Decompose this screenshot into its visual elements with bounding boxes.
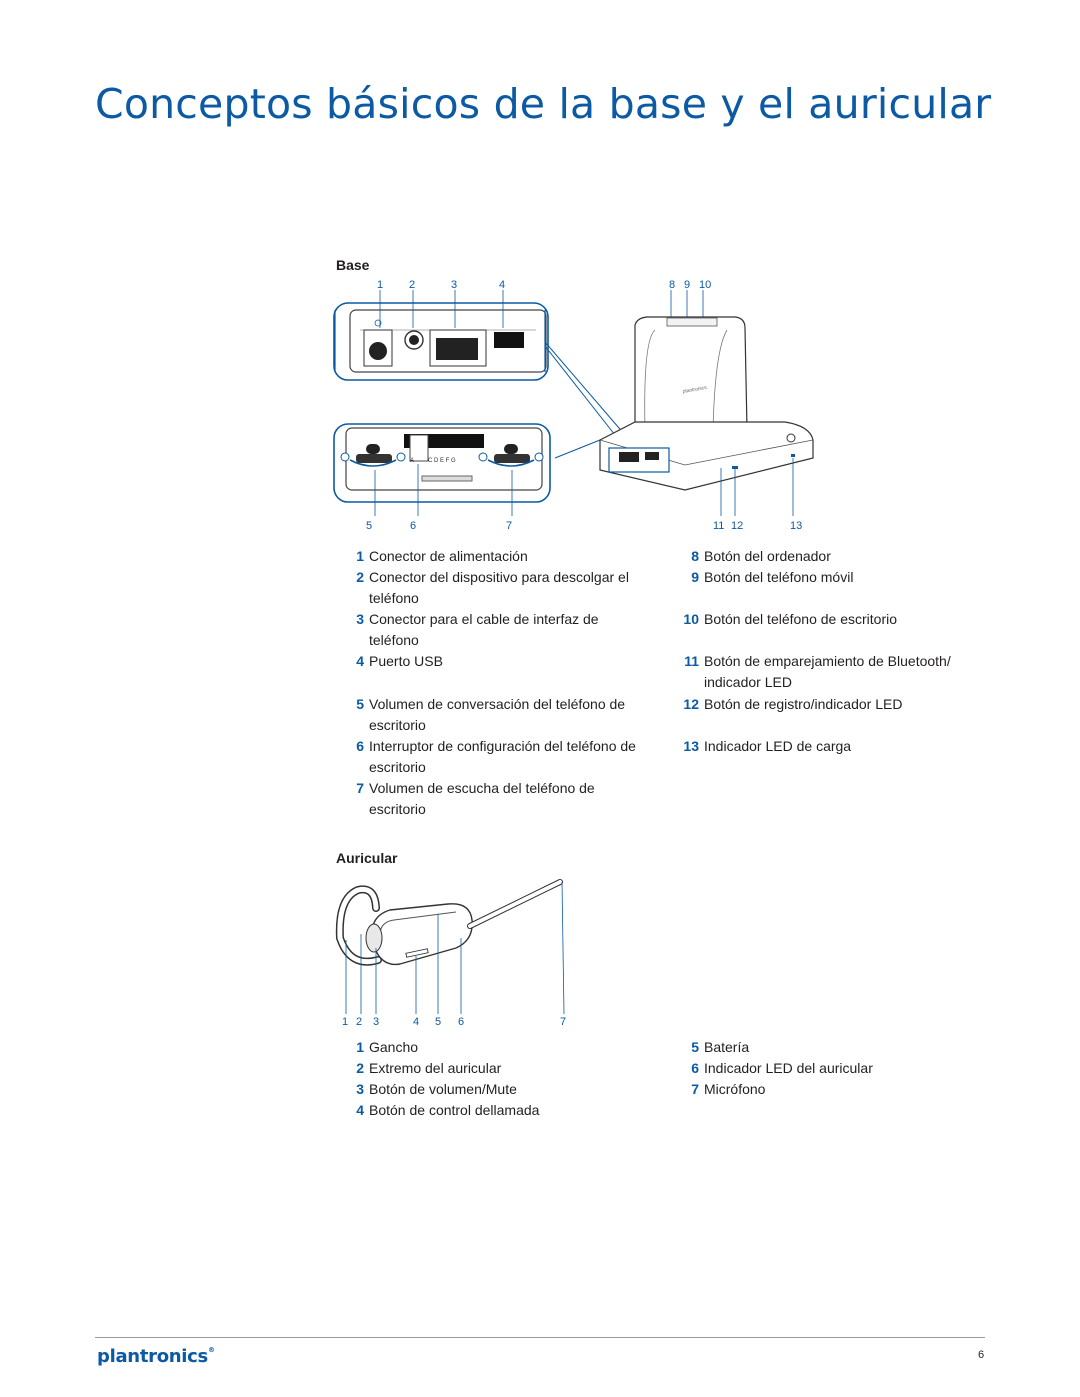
headset-item: 1 Gancho — [330, 1037, 630, 1058]
callout-number: 1 — [377, 279, 384, 291]
svg-text:A: A — [410, 458, 414, 464]
svg-text:C D E F G: C D E F G — [428, 458, 456, 464]
callout-leader-lines — [379, 290, 504, 328]
headset-item: 6 Indicador LED del auricular — [660, 1058, 980, 1079]
callout-number: 1 — [342, 1016, 349, 1028]
item-text: Indicador LED de carga — [704, 738, 852, 754]
base-item: 1 Conector de alimentación — [330, 546, 630, 567]
item-number: 13 — [683, 738, 699, 754]
base-station-illustration: plantronics. — [599, 290, 814, 516]
item-number: 3 — [356, 611, 364, 627]
headset-section-label: Auricular — [336, 850, 398, 866]
base-item: 7 Volumen de escucha del teléfono de esc… — [330, 778, 630, 820]
callout-number: 13 — [790, 520, 803, 532]
callout-number: 4 — [413, 1016, 420, 1028]
headset-illustration — [335, 879, 565, 1015]
item-text: Botón del teléfono móvil — [704, 569, 854, 585]
item-text: Botón del teléfono de escritorio — [704, 611, 898, 627]
callout-number: 2 — [409, 279, 416, 291]
item-text: Interruptor de configuración del teléfon… — [369, 738, 636, 775]
base-item: 3 Conector para el cable de interfaz de … — [330, 609, 630, 651]
item-number: 9 — [691, 569, 699, 585]
callout-number: 8 — [669, 279, 676, 291]
base-item: 11 Botón de emparejamiento de Bluetooth/… — [660, 651, 980, 693]
page-title: Conceptos básicos de la base y el auricu… — [95, 80, 992, 128]
item-number: 2 — [356, 1060, 364, 1076]
item-number: 5 — [691, 1039, 699, 1055]
base-section-label: Base — [336, 257, 370, 273]
item-number: 6 — [356, 738, 364, 754]
callout-number: 11 — [713, 520, 725, 532]
item-number: 6 — [691, 1060, 699, 1076]
item-text: Micrófono — [704, 1081, 766, 1097]
brand-name: plantronics — [97, 1346, 208, 1367]
item-text: Botón de control dellamada — [369, 1102, 540, 1118]
base-item: 9 Botón del teléfono móvil — [660, 567, 980, 588]
headset-item: 3 Botón de volumen/Mute — [330, 1079, 630, 1100]
item-number: 3 — [356, 1081, 364, 1097]
base-item: 2 Conector del dispositivo para descolga… — [330, 567, 630, 609]
item-text: Conector del dispositivo para descolgar … — [369, 569, 629, 606]
callout-number: 7 — [506, 520, 513, 532]
callout-number: 4 — [499, 279, 506, 291]
item-number: 1 — [356, 548, 364, 564]
base-front-panel-illustration: A C D E F G — [333, 423, 551, 516]
item-text: Indicador LED del auricular — [704, 1060, 873, 1076]
headset-item: 5 Batería — [660, 1037, 980, 1058]
base-item: 10 Botón del teléfono de escritorio — [660, 609, 980, 630]
item-number: 7 — [691, 1081, 699, 1097]
item-text: Gancho — [369, 1039, 419, 1055]
item-text: Extremo del auricular — [369, 1060, 502, 1076]
callout-number: 6 — [410, 520, 417, 532]
item-number: 8 — [691, 548, 699, 564]
item-text: Volumen de conversación del teléfono de … — [369, 696, 626, 733]
item-text: Batería — [704, 1039, 750, 1055]
callout-number: 9 — [684, 279, 691, 291]
item-text: Botón de volumen/Mute — [369, 1081, 517, 1097]
item-text: Botón de registro/indicador LED — [704, 696, 903, 712]
item-number: 10 — [683, 611, 699, 627]
item-text: Volumen de escucha del teléfono de escri… — [369, 780, 595, 817]
item-number: 5 — [356, 696, 364, 712]
callout-number: 3 — [451, 279, 458, 291]
item-text: Conector de alimentación — [369, 548, 528, 564]
item-text: Botón de emparejamiento de Bluetooth/ in… — [704, 653, 951, 690]
item-number: 2 — [356, 569, 364, 585]
page-number: 6 — [978, 1349, 985, 1361]
headset-item: 2 Extremo del auricular — [330, 1058, 630, 1079]
base-item: 13 Indicador LED de carga — [660, 736, 980, 757]
zoom-connector-lines — [545, 341, 626, 459]
footer-divider — [95, 1337, 985, 1338]
item-number: 4 — [356, 653, 364, 669]
callout-number: 12 — [731, 520, 744, 532]
base-item: 8 Botón del ordenador — [660, 546, 980, 567]
brand-logo: plantronics® — [97, 1346, 215, 1367]
base-item: 5 Volumen de conversación del teléfono d… — [330, 694, 630, 736]
callout-number: 3 — [373, 1016, 380, 1028]
callout-number: 2 — [356, 1016, 363, 1028]
item-text: Conector para el cable de interfaz de te… — [369, 611, 599, 648]
item-number: 4 — [356, 1102, 364, 1118]
item-number: 11 — [684, 653, 699, 669]
headset-item: 7 Micrófono — [660, 1079, 980, 1100]
base-item: 12 Botón de registro/indicador LED — [660, 694, 980, 715]
item-text: Botón del ordenador — [704, 548, 831, 564]
item-text: Puerto USB — [369, 653, 443, 669]
callout-number: 7 — [560, 1016, 567, 1028]
base-item: 6 Interruptor de configuración del teléf… — [330, 736, 636, 778]
item-number: 1 — [356, 1039, 364, 1055]
item-number: 7 — [356, 780, 364, 796]
base-rear-panel-illustration — [333, 302, 549, 381]
item-number: 12 — [683, 696, 699, 712]
callout-number: 6 — [458, 1016, 465, 1028]
headset-item: 4 Botón de control dellamada — [330, 1100, 630, 1121]
svg-text:plantronics.: plantronics. — [682, 385, 708, 395]
callout-number: 5 — [366, 520, 373, 532]
callout-number: 10 — [699, 279, 712, 291]
callout-number: 5 — [435, 1016, 442, 1028]
base-item: 4 Puerto USB — [330, 651, 630, 672]
